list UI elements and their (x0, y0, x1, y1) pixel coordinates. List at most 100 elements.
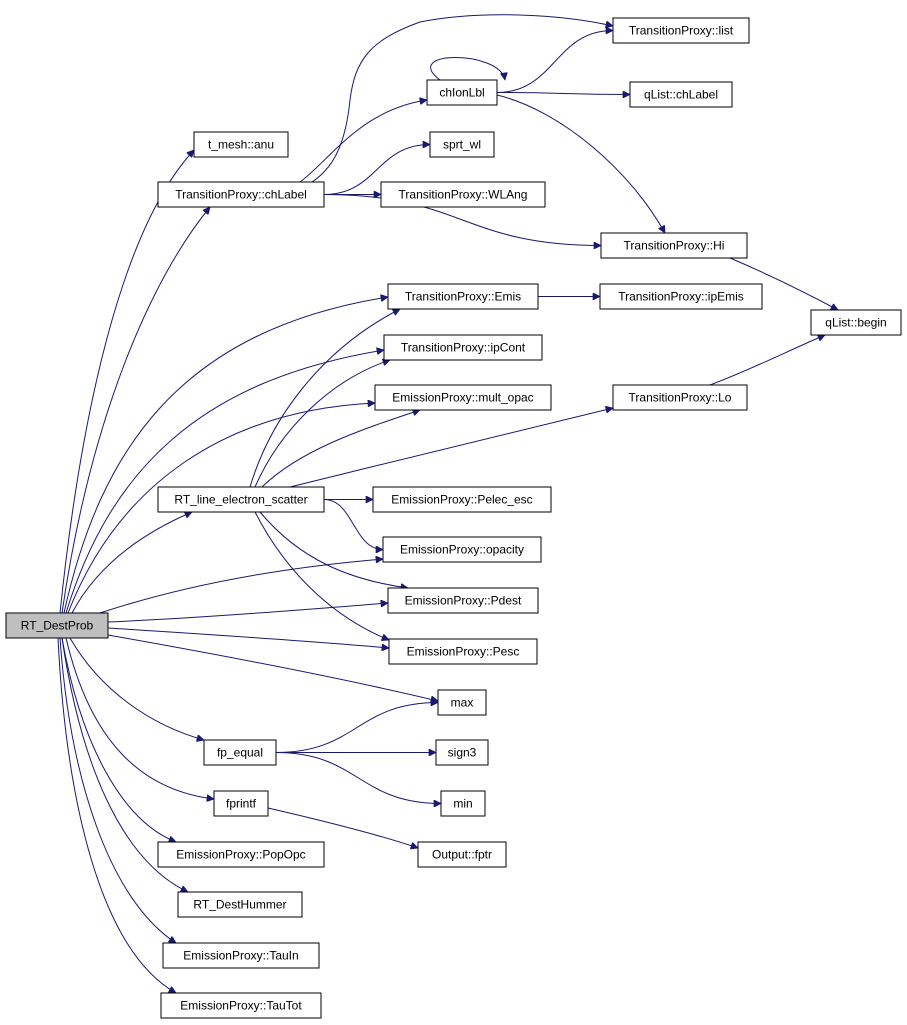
edge-root-to-ipcont (65, 350, 384, 614)
node-list[interactable]: TransitionProxy::list (612, 17, 750, 44)
node-box (157, 181, 325, 208)
node-box (388, 638, 538, 665)
edge-root-to-rtline (71, 512, 192, 614)
edge-rtline-to-pdest (259, 511, 408, 588)
node-pdest[interactable]: EmissionProxy::Pdest (387, 587, 539, 614)
node-ipcont[interactable]: TransitionProxy::ipCont (383, 334, 543, 361)
edge-chLabel-to-hi (323, 194, 601, 246)
node-pelec[interactable]: EmissionProxy::Pelec_esc (372, 486, 552, 513)
node-label: RT_line_electron_scatter (174, 493, 307, 507)
node-fpequal[interactable]: fp_equal (203, 739, 277, 766)
node-root[interactable]: RT_DestProb (5, 612, 109, 639)
node-label: RT_DestProb (21, 619, 94, 633)
node-box (810, 309, 902, 336)
edge-chIonLbl-to-qchLabel (496, 93, 630, 95)
node-multopac[interactable]: EmissionProxy::mult_opac (374, 384, 552, 411)
node-box (435, 739, 489, 766)
node-hummer[interactable]: RT_DestHummer (177, 891, 303, 918)
node-sprt[interactable]: sprt_wl (429, 131, 495, 158)
edge-chIonLbl-to-hi (496, 94, 666, 233)
node-label: EmissionProxy::Pdest (405, 594, 522, 608)
edge-root-to-emis (63, 297, 388, 614)
node-label: EmissionProxy::TauIn (183, 949, 298, 963)
node-box (374, 384, 552, 411)
node-box (380, 181, 546, 208)
node-box (213, 790, 269, 817)
edge-hi-to-begin (729, 257, 838, 311)
node-label: t_mesh::anu (208, 138, 274, 152)
edge-fpequal-to-max (275, 703, 438, 753)
edge-root-to-max (107, 634, 438, 701)
edge-chLabel-to-list (311, 14, 613, 183)
node-box (429, 131, 495, 158)
node-box (612, 17, 750, 44)
node-fprintf[interactable]: fprintf (213, 790, 269, 817)
edge-root-to-pdest (107, 603, 388, 623)
node-rtline[interactable]: RT_line_electron_scatter (157, 486, 325, 513)
node-wlang[interactable]: TransitionProxy::WLAng (380, 181, 546, 208)
node-fptr[interactable]: Output::fptr (417, 841, 507, 868)
node-box (5, 612, 109, 639)
node-box (372, 486, 552, 513)
node-box (629, 81, 733, 108)
edge-root-to-tautot (57, 637, 176, 994)
node-box (600, 232, 748, 259)
node-label: EmissionProxy::TauTot (180, 999, 302, 1013)
edge-root-to-pesc (107, 627, 389, 648)
node-box (193, 131, 289, 158)
node-box (387, 283, 539, 310)
node-box (599, 283, 763, 310)
node-label: TransitionProxy::chLabel (175, 188, 307, 202)
node-sign3[interactable]: sign3 (435, 739, 489, 766)
edge-root-to-hummer (61, 637, 188, 892)
node-lo[interactable]: TransitionProxy::Lo (612, 384, 748, 411)
node-label: qList::begin (825, 316, 886, 330)
edge-root-to-anu (59, 150, 194, 614)
node-box (437, 689, 487, 716)
node-box (440, 790, 486, 817)
node-label: TransitionProxy::Emis (405, 290, 521, 304)
node-min[interactable]: min (440, 790, 486, 817)
node-pesc[interactable]: EmissionProxy::Pesc (388, 638, 538, 665)
node-hi[interactable]: TransitionProxy::Hi (600, 232, 748, 259)
node-box (387, 587, 539, 614)
edge-chLabel-to-chIonLbl (299, 100, 427, 183)
node-chIonLbl[interactable]: chIonLbl (426, 79, 498, 106)
edge-chLabel-to-sprt (323, 145, 430, 195)
node-label: min (453, 797, 472, 811)
edge-root-to-fpequal (69, 637, 204, 740)
node-label: sign3 (448, 746, 477, 760)
edge-rtline-to-ipcont (254, 360, 390, 488)
edge-rtline-to-pesc (254, 511, 389, 640)
node-popopc[interactable]: EmissionProxy::PopOpc (157, 841, 325, 868)
node-label: TransitionProxy::WLAng (399, 188, 528, 202)
node-emis[interactable]: TransitionProxy::Emis (387, 283, 539, 310)
edge-rtline-to-opacity (323, 499, 383, 550)
edge-rtline-to-multopac (261, 410, 420, 488)
node-tautot[interactable]: EmissionProxy::TauTot (160, 992, 322, 1019)
node-box (426, 79, 498, 106)
node-box (382, 536, 542, 563)
node-label: TransitionProxy::ipEmis (618, 290, 744, 304)
node-chLabel[interactable]: TransitionProxy::chLabel (157, 181, 325, 208)
node-label: fprintf (226, 797, 257, 811)
node-label: TransitionProxy::list (629, 24, 734, 38)
edge-root-to-popopc (61, 637, 176, 842)
node-begin[interactable]: qList::begin (810, 309, 902, 336)
node-label: TransitionProxy::ipCont (401, 341, 526, 355)
node-qchLabel[interactable]: qList::chLabel (629, 81, 733, 108)
node-label: fp_equal (217, 746, 263, 760)
node-label: RT_DestHummer (193, 898, 286, 912)
node-box (383, 334, 543, 361)
node-ipemis[interactable]: TransitionProxy::ipEmis (599, 283, 763, 310)
node-anu[interactable]: t_mesh::anu (193, 131, 289, 158)
edge-root-to-tauin (59, 637, 176, 943)
node-label: EmissionProxy::PopOpc (176, 848, 305, 862)
edge-fprintf-to-fptr (267, 807, 418, 848)
node-box (160, 992, 322, 1019)
node-opacity[interactable]: EmissionProxy::opacity (382, 536, 542, 563)
node-box (612, 384, 748, 411)
node-max[interactable]: max (437, 689, 487, 716)
node-tauin[interactable]: EmissionProxy::TauIn (162, 942, 320, 969)
